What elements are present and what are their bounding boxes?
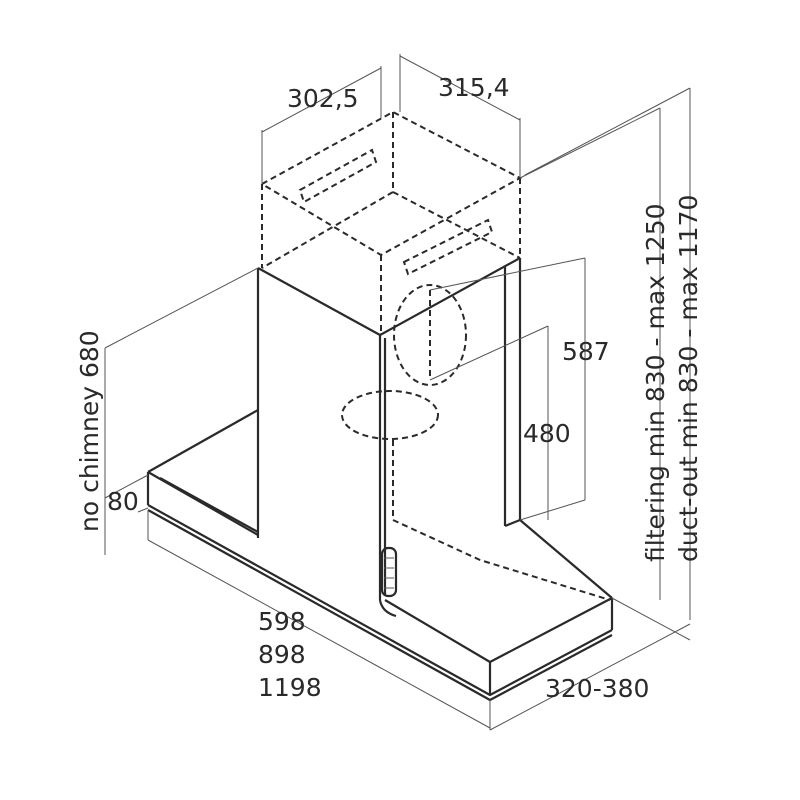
label-width-898: 898 [258,640,306,669]
control-panel-frame [380,546,398,598]
canopy-body [146,409,614,702]
chimney-dashed-outline [261,110,523,334]
label-canopy-height: 80 [107,487,139,516]
label-chimney-width: 315,4 [438,73,510,102]
chimney-body [256,257,611,601]
label-outlet-upper: 587 [562,337,610,366]
label-width-1198: 1198 [258,673,322,702]
label-depth-range: 320-380 [545,674,649,703]
label-width-598: 598 [258,607,306,636]
dimension-lines [104,54,691,731]
dimension-labels: 302,5 315,4 587 480 80 598 898 1198 320-… [75,73,703,703]
label-outlet-lower: 480 [523,419,571,448]
control-panel [380,546,398,598]
label-ductout-height: duct-out min 830 - max 1170 [674,195,703,562]
label-filtering-height: filtering min 830 - max 1250 [641,203,670,562]
label-no-chimney: no chimney 680 [75,330,104,532]
label-chimney-depth: 302,5 [287,84,359,113]
outlet-circles [341,284,467,440]
